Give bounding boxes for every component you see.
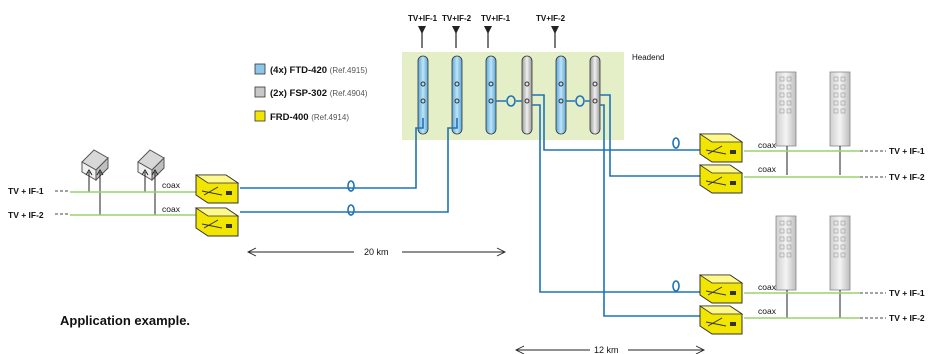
coax-label: coax bbox=[758, 306, 777, 316]
input-label: TV+IF-1 bbox=[481, 14, 511, 23]
legend-model: FSP-302 bbox=[290, 88, 328, 99]
legend-ref: (Ref.4904) bbox=[330, 89, 368, 98]
signal-label: TV + IF-2 bbox=[889, 313, 925, 323]
coax-label: coax bbox=[758, 164, 777, 174]
legend-item-ftd420: (4x) FTD-420 (Ref.4915) bbox=[254, 63, 368, 76]
legend: (4x) FTD-420 (Ref.4915) (2x) FSP-302 (Re… bbox=[254, 63, 368, 123]
distance-bottom: 12 km bbox=[514, 345, 706, 354]
headend-input-3: TV+IF-1 bbox=[481, 14, 511, 49]
legend-model: FRD-400 bbox=[270, 112, 309, 123]
distance-label: 20 km bbox=[364, 247, 389, 257]
module-ftd420-1 bbox=[417, 55, 429, 135]
svg-text:FRD-400 (Ref.4914): FRD-400 (Ref.4914) bbox=[270, 112, 349, 123]
svg-text:(2x) FSP-302 (Ref.4904): (2x) FSP-302 (Ref.4904) bbox=[270, 88, 368, 99]
headend-input-2: TV+IF-2 bbox=[442, 14, 472, 49]
left-site: TV + IF-1 TV + IF-2 coax coax bbox=[8, 149, 239, 237]
module-fsp302-2 bbox=[589, 55, 601, 135]
receiver-icon bbox=[699, 164, 743, 194]
coax-label: coax bbox=[162, 204, 181, 214]
headend-label: Headend bbox=[632, 53, 664, 62]
headend-input-4: TV+IF-2 bbox=[536, 14, 566, 49]
right-top-site: TV + IF-1 TV + IF-2 coax coax bbox=[699, 71, 925, 194]
distance-label: 12 km bbox=[594, 345, 619, 354]
input-label: TV+IF-2 bbox=[536, 14, 566, 23]
distance-left: 20 km bbox=[246, 247, 507, 257]
svg-text:(4x) FTD-420 (Ref.4915): (4x) FTD-420 (Ref.4915) bbox=[270, 65, 368, 76]
building-icon bbox=[829, 215, 851, 291]
module-ftd420-2 bbox=[451, 55, 463, 135]
signal-label: TV + IF-2 bbox=[889, 172, 925, 182]
legend-qty: (4x) bbox=[270, 65, 287, 76]
receiver-icon bbox=[699, 133, 743, 163]
signal-label: TV + IF-2 bbox=[8, 210, 44, 220]
legend-qty: (2x) bbox=[270, 88, 287, 99]
caption: Application example. bbox=[60, 313, 190, 328]
receiver-icon bbox=[195, 174, 239, 204]
building-icon bbox=[775, 71, 797, 147]
module-ftd420-3 bbox=[485, 55, 497, 135]
building-icon bbox=[829, 71, 851, 147]
receiver-icon bbox=[699, 305, 743, 335]
module-ftd420-4 bbox=[555, 55, 567, 135]
signal-label: TV + IF-1 bbox=[8, 186, 44, 196]
input-label: TV+IF-2 bbox=[442, 14, 472, 23]
coax-label: coax bbox=[758, 140, 777, 150]
receiver-icon bbox=[699, 274, 743, 304]
signal-label: TV + IF-1 bbox=[889, 288, 925, 298]
legend-ref: (Ref.4915) bbox=[330, 66, 368, 75]
legend-item-frd400: FRD-400 (Ref.4914) bbox=[254, 110, 349, 123]
right-bottom-site: TV + IF-1 TV + IF-2 coax coax bbox=[699, 215, 925, 335]
house-icon bbox=[81, 149, 109, 181]
headend-panel: Headend bbox=[402, 52, 664, 140]
signal-label: TV + IF-1 bbox=[889, 146, 925, 156]
legend-ref: (Ref.4914) bbox=[311, 113, 349, 122]
fiber-links bbox=[240, 94, 700, 317]
module-fsp302-1 bbox=[521, 55, 533, 135]
building-icon bbox=[775, 215, 797, 291]
coax-label: coax bbox=[162, 180, 181, 190]
legend-model: FTD-420 bbox=[290, 65, 327, 76]
coax-label: coax bbox=[758, 282, 777, 292]
receiver-icon bbox=[195, 207, 239, 237]
input-label: TV+IF-1 bbox=[408, 14, 438, 23]
house-icon bbox=[137, 149, 165, 181]
legend-item-fsp302: (2x) FSP-302 (Ref.4904) bbox=[254, 86, 368, 99]
headend-input-1: TV+IF-1 bbox=[408, 14, 438, 49]
